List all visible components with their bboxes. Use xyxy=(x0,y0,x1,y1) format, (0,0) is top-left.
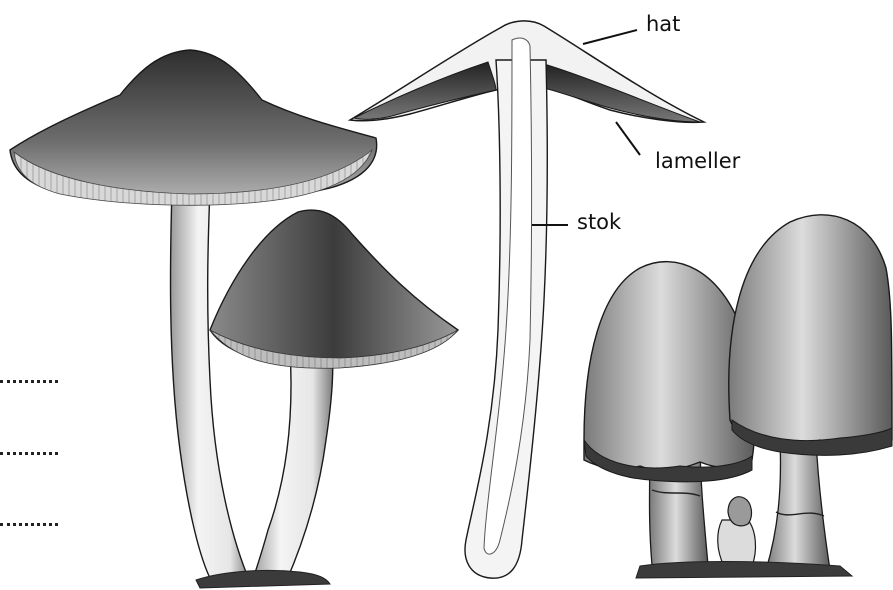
answer-line-1 xyxy=(0,380,58,383)
stok-label: stok xyxy=(577,212,621,233)
answer-line-3 xyxy=(0,523,58,526)
answer-line-2 xyxy=(0,452,58,455)
lameller-leader-line xyxy=(616,122,640,155)
short-mushroom xyxy=(210,210,458,582)
lameller-label: lameller xyxy=(655,151,740,172)
hat-leader-line xyxy=(583,30,637,44)
inky-cap-group xyxy=(584,215,892,578)
hat-label: hat xyxy=(646,14,680,35)
